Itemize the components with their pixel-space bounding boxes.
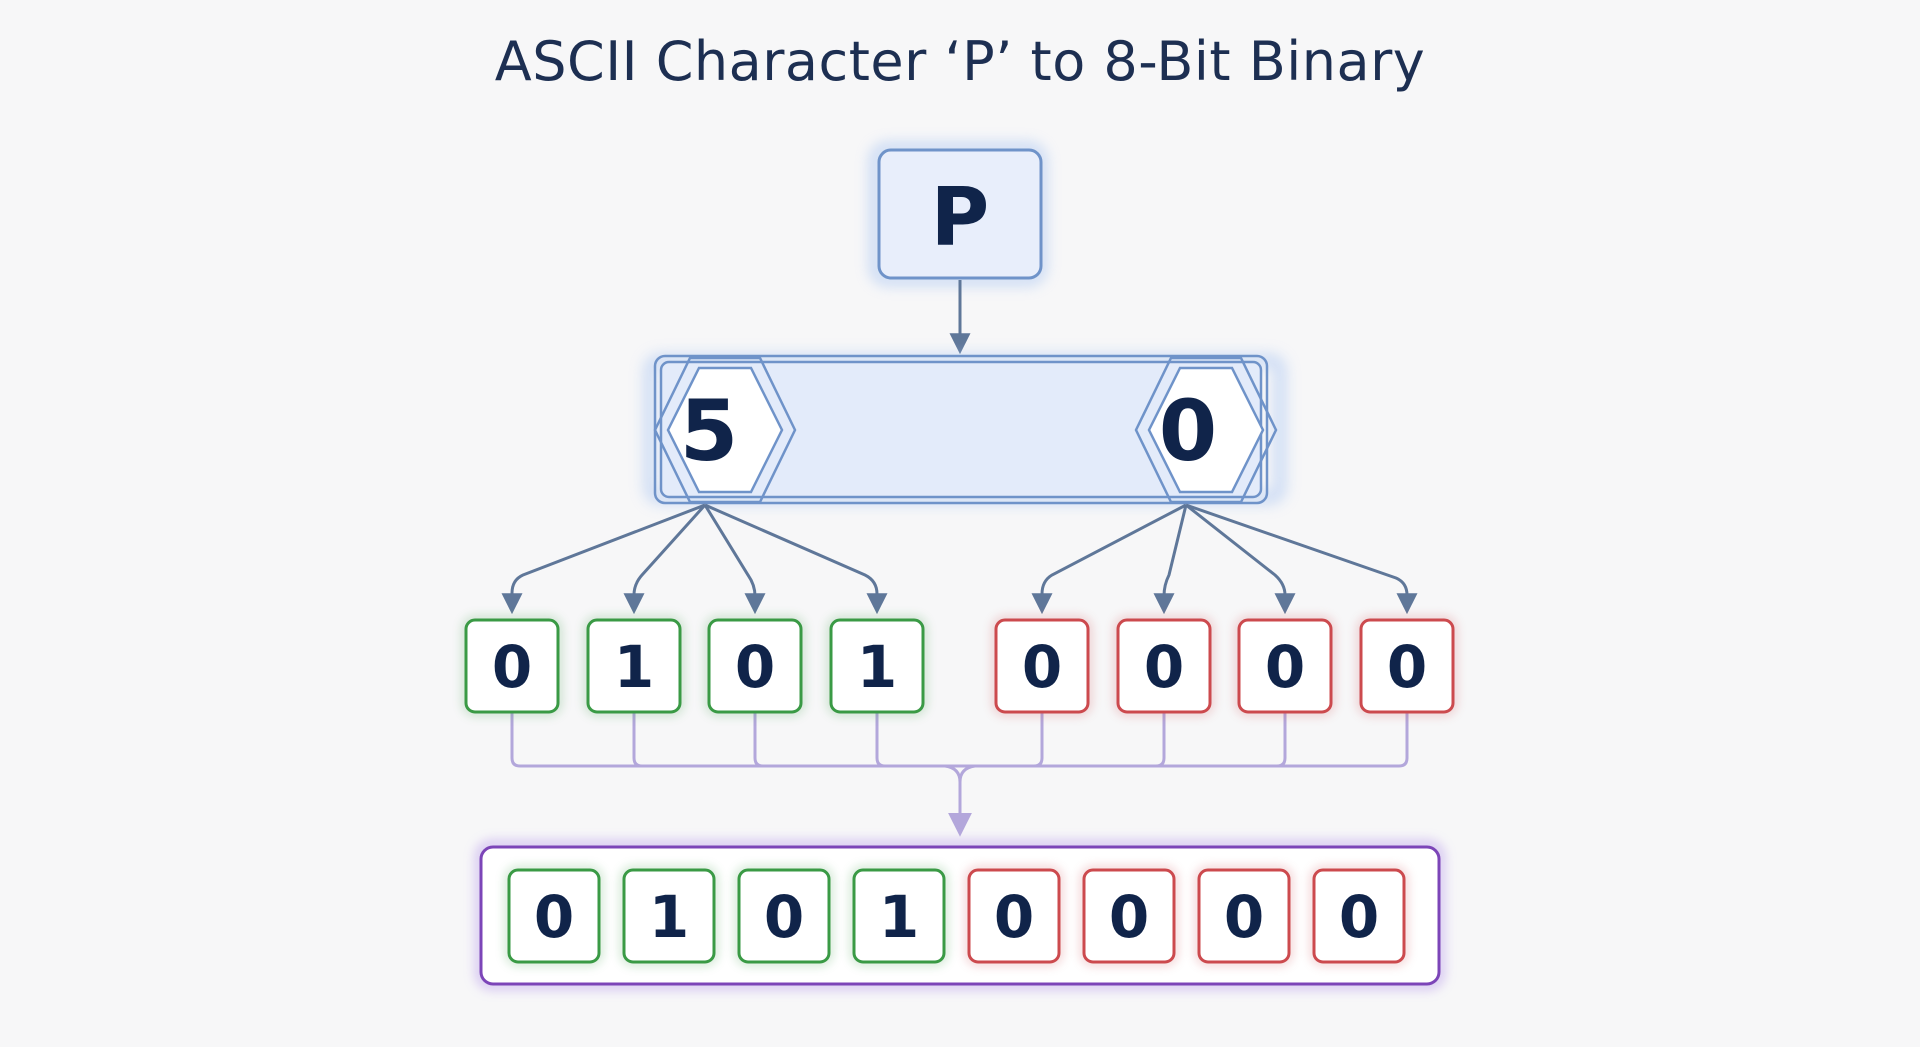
merge-connectors	[510, 712, 1409, 837]
nibble-low-bit-2-text: 0	[1144, 633, 1184, 701]
result-bit-8-text: 0	[1339, 883, 1379, 951]
nibble-bits: 0 1 0 1 0 0 0 0	[462, 616, 1457, 716]
character-text: P	[931, 171, 990, 264]
character-node: P	[870, 143, 1046, 285]
result-bit-2-text: 1	[649, 883, 689, 951]
result-bit-4-text: 1	[879, 883, 919, 951]
diagram-title: ASCII Character ‘P’ to 8-Bit Binary	[494, 30, 1426, 93]
hex-digit-low: 0	[1134, 356, 1278, 504]
nibble-high-bit-4: 1	[827, 616, 927, 716]
nibble-low-bit-1: 0	[992, 616, 1092, 716]
arrow-high-bit-1	[501, 503, 706, 615]
hex-digit-low-text: 0	[1159, 382, 1217, 480]
arrow-high-bit-2	[623, 503, 707, 615]
arrow-high-bit-3	[703, 504, 766, 615]
result-bit-3-text: 0	[764, 883, 804, 951]
nibble-high-bit-1: 0	[462, 616, 562, 716]
nibble-high-bit-1-text: 0	[492, 633, 532, 701]
result-bit-5-text: 0	[994, 883, 1034, 951]
result-bit-3: 0	[735, 866, 833, 966]
nibble-low-bit-4-text: 0	[1387, 633, 1427, 701]
arrow-high-bit-4	[704, 503, 888, 615]
result-bit-7: 0	[1195, 866, 1293, 966]
nibble-low-bit-3: 0	[1235, 616, 1335, 716]
nibble-high-bit-4-text: 1	[857, 633, 897, 701]
arrow-low-bit-3	[1185, 503, 1296, 615]
result-bits: 0 1 0 1 0 0 0 0	[505, 866, 1408, 966]
result-bit-6: 0	[1080, 866, 1178, 966]
hex-digit-high-text: 5	[680, 382, 738, 480]
result-bit-4: 1	[850, 866, 948, 966]
result-bit-6-text: 0	[1109, 883, 1149, 951]
nibble-high-bit-3-text: 0	[735, 633, 775, 701]
hex-value-bar: 5 0	[644, 354, 1286, 505]
arrow-low-bit-1	[1031, 503, 1187, 615]
nibble-low-bit-3-text: 0	[1265, 633, 1305, 701]
result-bit-2: 1	[620, 866, 718, 966]
result-bit-7-text: 0	[1224, 883, 1264, 951]
hex-digit-high: 5	[653, 356, 797, 504]
arrow-low-bit-2	[1153, 504, 1188, 615]
nibble-low-bit-2: 0	[1114, 616, 1214, 716]
nibble-high-bit-2-text: 1	[614, 633, 654, 701]
result-bit-5: 0	[965, 866, 1063, 966]
nibble-high-bit-2: 1	[584, 616, 684, 716]
fan-out-arrows	[501, 503, 1418, 615]
result-bit-1: 0	[505, 866, 603, 966]
arrow-low-bit-4	[1185, 503, 1418, 615]
result-bit-1-text: 0	[534, 883, 574, 951]
nibble-low-bit-4: 0	[1357, 616, 1457, 716]
nibble-low-bit-1-text: 0	[1022, 633, 1062, 701]
nibble-high-bit-3: 0	[705, 616, 805, 716]
result-bit-8: 0	[1310, 866, 1408, 966]
